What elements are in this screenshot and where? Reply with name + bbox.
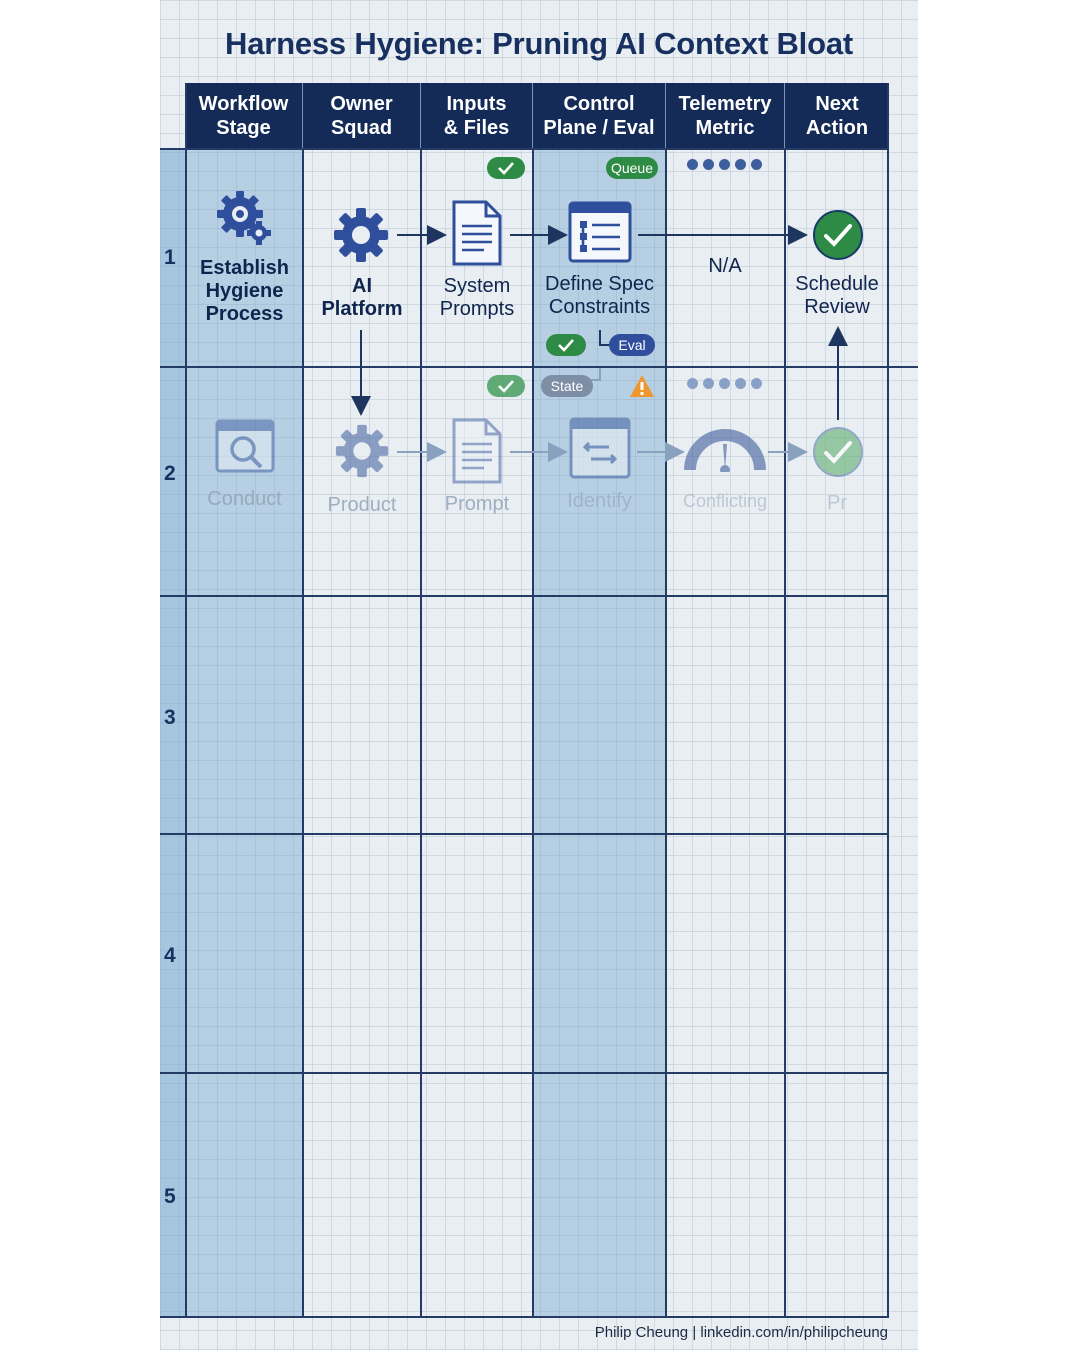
check-circle-icon [813, 427, 863, 477]
check-circle-icon [813, 210, 863, 260]
row-number-1: 1 [164, 246, 176, 269]
spec-list-icon [568, 201, 632, 263]
grid-line [160, 595, 889, 597]
grid-line [784, 149, 786, 1317]
grid-line [185, 83, 187, 1317]
footer-credit: Philip Cheung | linkedin.com/in/philipch… [594, 1324, 888, 1341]
eval-badge: Eval [609, 334, 655, 356]
control-1-label: Define Spec Constraints [545, 273, 654, 318]
calendar-search-icon [215, 419, 275, 473]
stage-2-label: Conduct [207, 488, 282, 510]
queue-badge: Queue [606, 157, 658, 179]
grid-line [160, 148, 889, 150]
stage-column-band [185, 149, 303, 1317]
telemetry-1-value: N/A [708, 255, 742, 277]
check-badge [487, 157, 525, 179]
gauge-icon [684, 429, 766, 472]
row-number-band [160, 149, 185, 1317]
stage-1-label: Establish Hygiene Process [200, 257, 289, 325]
gear-icon [334, 208, 388, 262]
grid-line [302, 149, 304, 1317]
progress-dots-icon [687, 159, 762, 170]
row-number-4: 4 [164, 944, 176, 967]
flow-connectors [351, 225, 848, 462]
gear-icon [335, 424, 389, 478]
row-number-2: 2 [164, 462, 176, 485]
grid-line [160, 366, 918, 368]
grid-line [160, 1072, 889, 1074]
grid-line [160, 833, 889, 835]
owner-2-label: Product [327, 494, 397, 516]
swap-window-icon [569, 417, 631, 479]
check-badge [546, 334, 586, 356]
grid-line [665, 149, 667, 1317]
progress-dots-icon [687, 378, 762, 389]
control-2-label: Identify [567, 490, 632, 512]
inputs-2-label: Prompt [444, 493, 510, 515]
document-icon [452, 418, 502, 484]
action-2-label: Pr [827, 492, 847, 514]
state-badge: State [541, 375, 593, 397]
gears-icon [217, 191, 271, 245]
document-icon [452, 200, 502, 266]
telemetry-2-label: Conflicting [682, 491, 768, 511]
grid-line [532, 149, 534, 1317]
grid-line [420, 149, 422, 1317]
inputs-1-label: System Prompts [439, 275, 515, 320]
action-1-label: Schedule Review [795, 273, 879, 318]
row-number-3: 3 [164, 706, 176, 729]
owner-1-label: AI Platform [321, 275, 403, 320]
page-title: Harness Hygiene: Pruning AI Context Bloa… [225, 26, 853, 61]
grid-line [160, 1316, 889, 1318]
header-inputs-files: Inputs& Files [421, 83, 533, 149]
grid-line [887, 83, 889, 1317]
warning-icon [630, 375, 654, 397]
check-badge [487, 375, 525, 397]
workflow-board: Harness Hygiene: Pruning AI Context Bloa… [160, 0, 918, 1350]
row-number-5: 5 [164, 1185, 176, 1208]
